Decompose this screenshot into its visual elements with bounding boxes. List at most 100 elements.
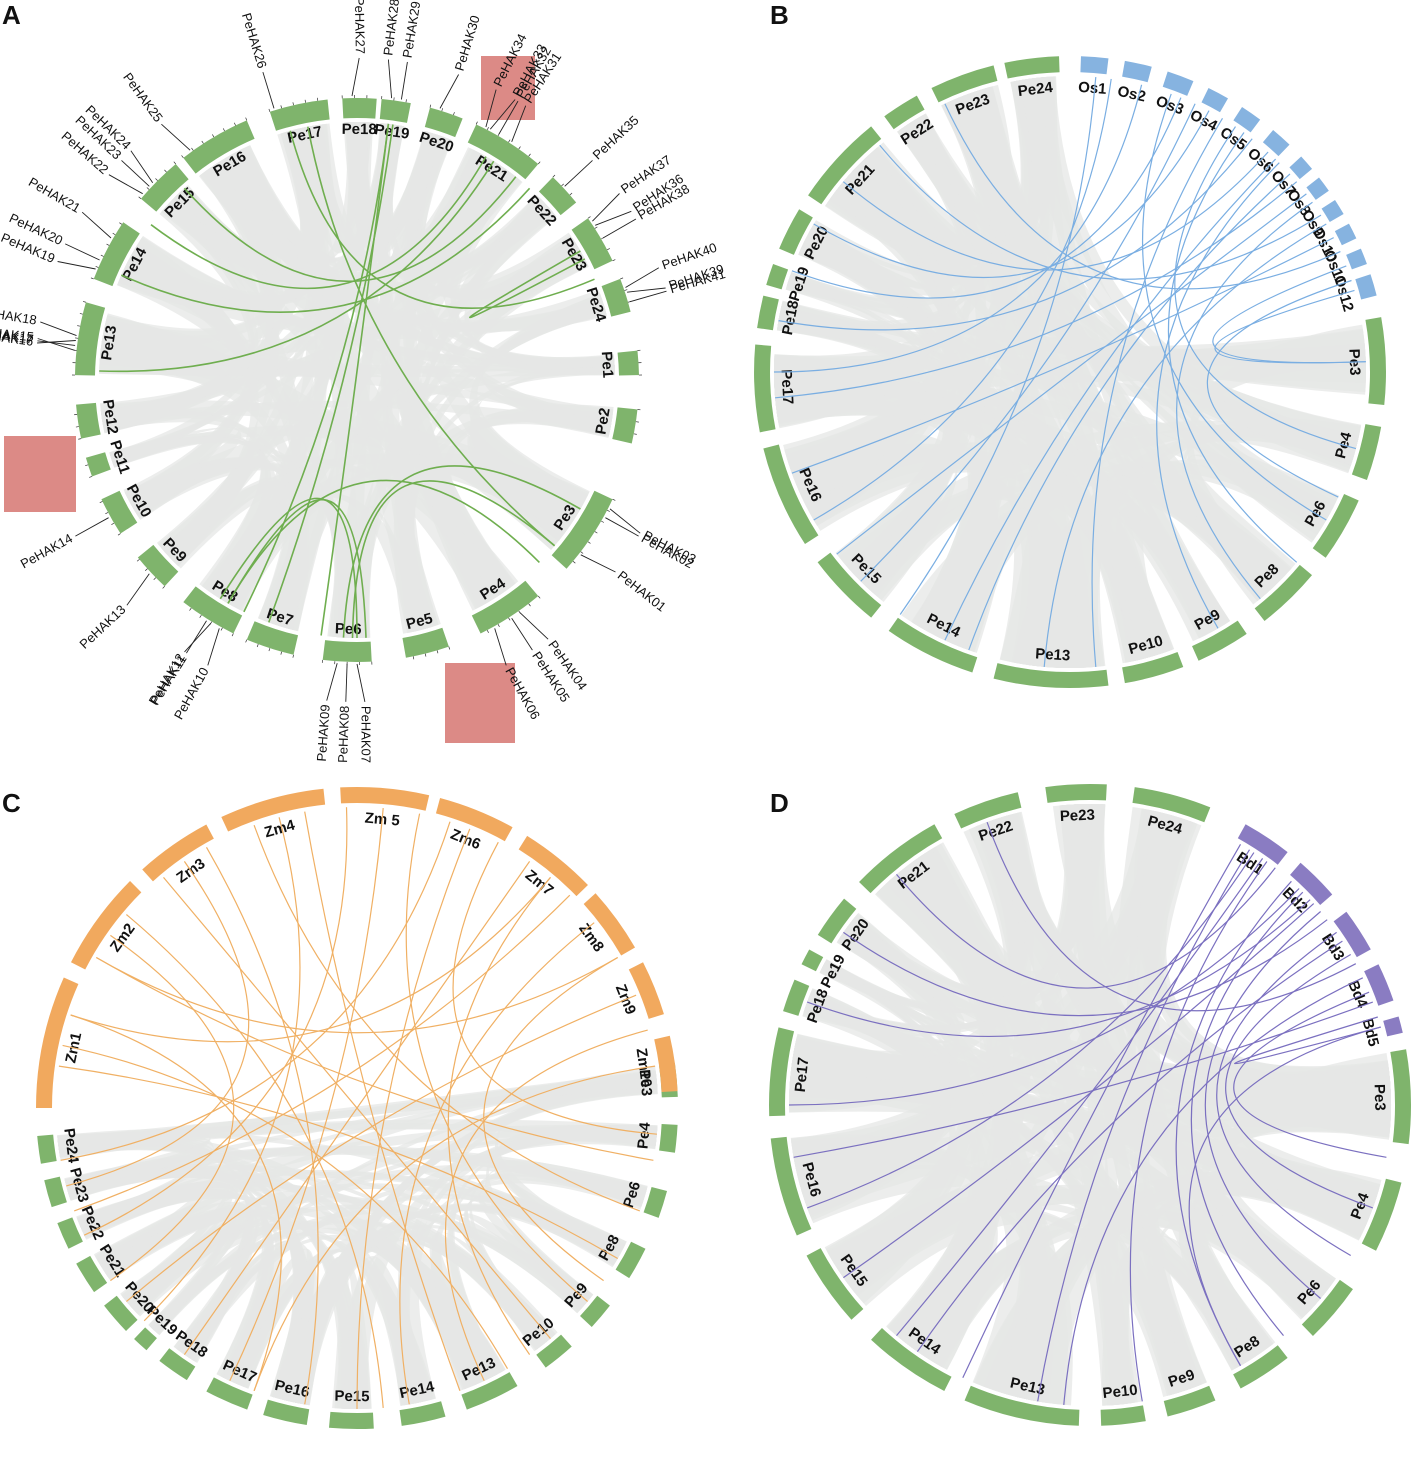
- chromosome-pe22: [538, 177, 577, 216]
- collinear-gene-link: [1214, 289, 1366, 364]
- panel-a-circos: APe1Pe2Pe3Pe4Pe5Pe6Pe7Pe8Pe9Pe10Pe11Pe12…: [0, 0, 727, 763]
- chromosome-pe24: [1132, 787, 1211, 823]
- collinear-gene-link: [896, 858, 1264, 1336]
- chromosome-pe10: [1122, 651, 1184, 684]
- background-synteny-ribbon: [103, 1196, 588, 1314]
- chromosome-tick: [486, 629, 489, 633]
- collinear-gene-link: [899, 77, 1097, 615]
- chromosome-label-pe4: Pe4: [634, 1121, 654, 1150]
- collinear-gene-link: [452, 841, 657, 1135]
- background-synteny-ribbon: [100, 123, 397, 428]
- chromosome-label-pe13: Pe13: [98, 324, 120, 361]
- chromosome-tick: [587, 216, 591, 219]
- chromosome-pe17: [206, 1377, 253, 1410]
- chromosome-pe22: [954, 792, 1022, 829]
- collinear-gene-link: [99, 160, 495, 373]
- chromosome-tick: [429, 104, 432, 108]
- chromosome-tick: [528, 153, 531, 157]
- chromosome-os12: [1355, 274, 1377, 300]
- collinear-gene-link: [243, 123, 390, 613]
- collinear-gene-link: [304, 811, 461, 1392]
- gene-leader-line: [345, 663, 348, 702]
- chromosome-bd4: [1364, 964, 1394, 1006]
- chromosome-zm8: [583, 893, 636, 956]
- chromosome-pe18: [783, 979, 810, 1016]
- chromosome-tick: [77, 325, 81, 327]
- collinear-gene-link: [96, 956, 618, 1034]
- collinear-gene-link: [73, 894, 571, 1212]
- chromosome-tick: [436, 650, 439, 654]
- chromosome-tick: [424, 653, 427, 657]
- background-synteny-ribbon: [212, 234, 579, 611]
- collinear-gene-link: [227, 479, 540, 604]
- chromosome-label-pe18: Pe18: [342, 121, 377, 138]
- background-synteny-ribbon: [448, 1171, 647, 1378]
- chromosome-tick: [624, 289, 628, 291]
- chromosome-tick: [587, 541, 591, 544]
- chromosome-label-pe18: Pe18: [779, 299, 802, 337]
- gene-label-pehak01: PeHAK01: [615, 568, 669, 615]
- collinear-gene-link: [778, 138, 1253, 331]
- chromosome-pe24: [37, 1134, 57, 1164]
- chromosome-pe3: [1365, 317, 1386, 406]
- gene-leader-line: [511, 105, 527, 142]
- chromosome-tick: [497, 624, 500, 627]
- gene-leader-line: [489, 99, 516, 130]
- chromosome-label-bd1: Bd1: [1233, 849, 1266, 879]
- chromosome-tick: [233, 122, 236, 126]
- background-synteny-ribbon: [58, 1070, 658, 1157]
- background-synteny-ribbon: [120, 131, 444, 308]
- chromosome-tick: [105, 512, 109, 515]
- collinear-gene-link: [268, 124, 394, 623]
- chromosome-label-pe17: Pe17: [792, 1056, 813, 1093]
- chromosome-pe19: [801, 949, 824, 972]
- collinear-gene-link: [356, 828, 471, 1410]
- chromosome-pe5: [402, 627, 449, 658]
- collinear-gene-link: [1216, 931, 1352, 1257]
- gene-leader-line: [595, 210, 632, 226]
- collinear-gene-link: [399, 922, 595, 1405]
- collinear-gene-link: [836, 193, 1307, 555]
- chromosome-pe23: [1045, 783, 1107, 803]
- background-synteny-ribbon: [875, 803, 1106, 982]
- chromosome-pe17: [754, 344, 776, 433]
- collinear-gene-link: [813, 78, 1112, 521]
- chromosome-tick: [292, 102, 294, 106]
- collinear-gene-link: [66, 861, 250, 1187]
- chromosome-label-os5: Os5: [1217, 124, 1250, 154]
- chromosome-pe7: [246, 621, 299, 655]
- chromosome-tick: [90, 277, 94, 280]
- chromosome-pe16: [183, 120, 255, 174]
- chromosome-bd5: [1383, 1016, 1403, 1037]
- collinear-gene-link: [793, 1001, 1374, 1158]
- gene-leader-line: [126, 573, 150, 606]
- collinear-gene-link: [70, 877, 551, 1043]
- chromosome-tick: [189, 607, 192, 611]
- collinear-gene-link: [320, 123, 390, 636]
- gene-label-pehak35: PeHAK35: [590, 112, 642, 162]
- chromosome-tick: [537, 595, 541, 599]
- collinear-gene-link: [791, 97, 1182, 299]
- background-synteny-ribbon: [123, 201, 256, 506]
- gene-label-pehak14: PeHAK14: [18, 531, 75, 572]
- chromosome-os5: [1233, 106, 1261, 133]
- chromosome-pe9: [1191, 620, 1247, 661]
- gene-label-pehak09: PeHAK09: [314, 704, 333, 762]
- chromosome-zm10: [654, 1035, 678, 1093]
- chromosome-label-os1: Os1: [1078, 79, 1108, 98]
- gene-label-pehak25: PeHAK25: [120, 70, 166, 125]
- chromosome-tick: [173, 161, 177, 165]
- background-synteny-ribbon: [441, 154, 615, 368]
- background-synteny-ribbon: [1059, 803, 1138, 1406]
- gene-leader-line: [186, 620, 207, 654]
- chromosome-label-pe24: Pe24: [1017, 79, 1054, 100]
- gene-leader-line: [511, 617, 533, 651]
- chromosome-label-pe1: Pe1: [598, 351, 617, 379]
- background-synteny-ribbon: [410, 130, 613, 436]
- chromosome-tick: [164, 169, 167, 173]
- background-synteny-ribbon: [485, 1127, 658, 1307]
- collinear-gene-link: [1204, 911, 1321, 1299]
- chromosome-pe24: [601, 278, 631, 317]
- chromosome-pe14: [93, 222, 140, 287]
- gene-label-pehak07: PeHAK07: [359, 706, 374, 763]
